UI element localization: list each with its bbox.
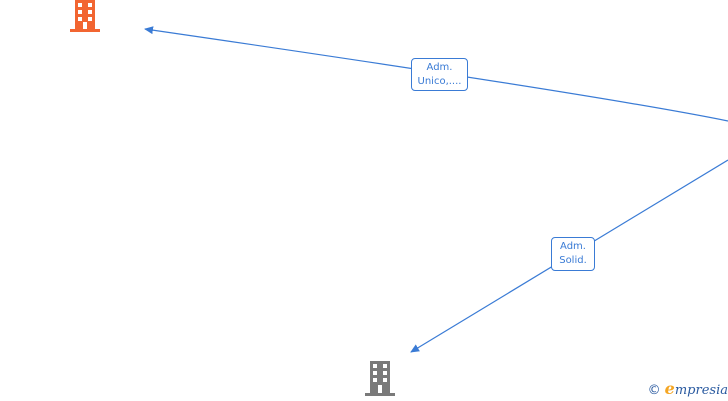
edge-label-line2: Unico,.... (417, 76, 462, 87)
edge-adm-unico (144, 26, 728, 122)
edge-label-adm-solid[interactable]: Adm. Solid. (551, 237, 595, 271)
brand-watermark: ©empresia (648, 379, 728, 398)
company-node-bottom[interactable] (363, 361, 397, 397)
building-icon (365, 361, 395, 396)
building-icon (70, 0, 100, 32)
company-node-top[interactable] (68, 0, 102, 33)
copyright-symbol: © (647, 383, 661, 398)
edge-label-line1: Adm. (560, 241, 586, 252)
edge-label-line1: Adm. (426, 62, 453, 73)
edge-label-line2: Solid. (559, 255, 587, 266)
edge-label-adm-unico[interactable]: Adm. Unico,.... (411, 58, 468, 91)
brand-logo-text: mpresia (674, 383, 728, 398)
brand-logo-initial: e (664, 379, 675, 398)
